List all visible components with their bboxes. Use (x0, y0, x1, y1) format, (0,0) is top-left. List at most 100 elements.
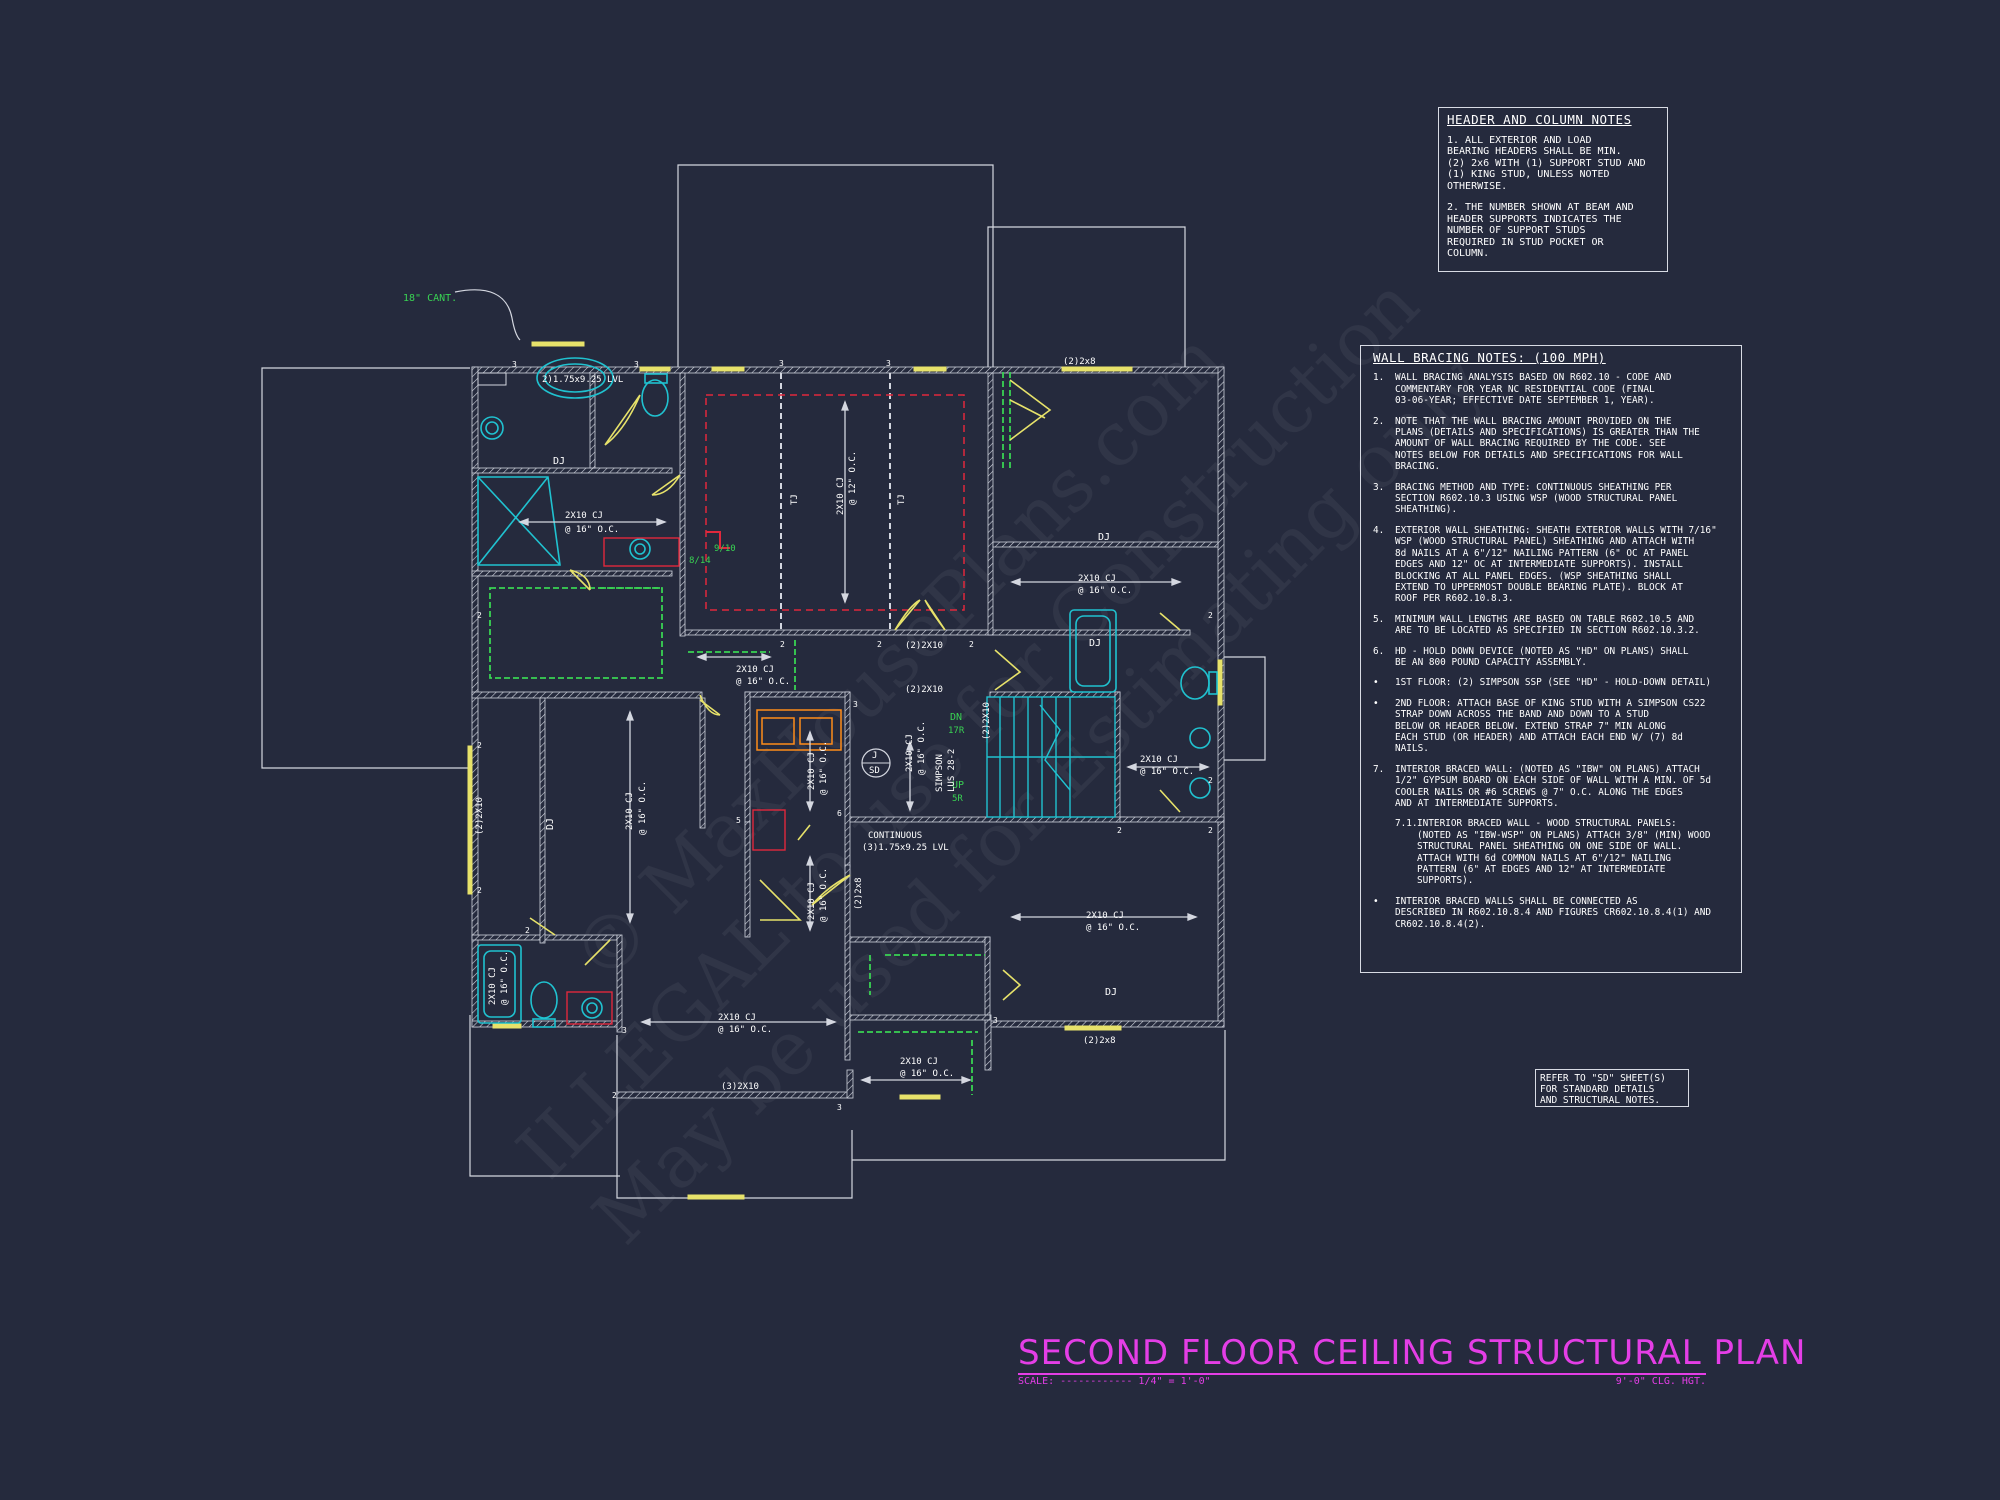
sd-j: J (872, 751, 877, 761)
continuous-label: CONTINUOUS (868, 831, 922, 841)
stud-2-c: 2 (877, 640, 882, 649)
scale-value: 1/4" = 1'-0" (1138, 1376, 1211, 1387)
bracing-note-number: 5. (1373, 613, 1385, 625)
cj-oc-6: @ 16" O.C. (718, 1025, 772, 1035)
stair-marker (706, 531, 730, 549)
dj-vert: DJ (545, 818, 556, 830)
cj-oc-2: @ 16" O.C. (736, 677, 790, 687)
lus-label: LUS 28-2 (947, 749, 957, 792)
wall-bracing-notes: WALL BRACING NOTES: (100 MPH) 1.WALL BRA… (1360, 345, 1742, 973)
bracing-note-text: WALL BRACING ANALYSIS BASED ON R602.10 -… (1395, 372, 1672, 407)
stud-2-h: 2 (1117, 826, 1122, 835)
stair-8-14: 8/14 (689, 556, 711, 566)
stairs (986, 696, 1116, 818)
bracing-note-text: 2ND FLOOR: ATTACH BASE OF KING STUD WITH… (1395, 697, 1706, 755)
bracing-note-number: • (1373, 697, 1379, 709)
cj-label-2: 2X10 CJ (736, 665, 774, 675)
bracing-note-text: INTERIOR BRACED WALL: (NOTED AS "IBW" ON… (1395, 763, 1712, 809)
cj-vert-1: 2X10 CJ (625, 792, 635, 830)
scale-row: SCALE: ------------ 1/4" = 1'-0" 9'-0" C… (1018, 1376, 1706, 1387)
bracing-note-text: BRACING METHOD AND TYPE: CONTINUOUS SHEA… (1395, 481, 1678, 516)
hdr-2x8-bottom: (2)2x8 (1083, 1036, 1116, 1046)
bracing-note-number: 6. (1373, 645, 1385, 657)
bracing-note-item: 1. WALL BRACING ANALYSIS BASED ON R602.10… (1373, 372, 1729, 406)
bracing-note-item: 6.HD - HOLD DOWN DEVICE (NOTED AS "HD" O… (1373, 646, 1729, 669)
joist-arrows (518, 400, 1210, 1084)
stud-6: 6 (837, 809, 842, 818)
stud-2-j: 2 (477, 886, 482, 895)
hdr-2x10-top: (2)2X10 (905, 641, 943, 651)
bracing-note-number: • (1373, 895, 1379, 907)
stud-3-g: 3 (837, 1103, 842, 1112)
cj-vert-5: 2X10 CJ (488, 967, 498, 1005)
cj-label-5: 2X10 CJ (1086, 911, 1124, 921)
cj-oc-3: @ 16" O.C. (1078, 586, 1132, 596)
bracing-note-item: 5. MINIMUM WALL LENGTHS ARE BASED ON TABL… (1373, 614, 1729, 637)
bracing-note-item: 3.BRACING METHOD AND TYPE: CONTINUOUS SH… (1373, 482, 1729, 516)
stud-2-f: 2 (1208, 776, 1213, 785)
bracing-note-item: 7. INTERIOR BRACED WALL: (NOTED AS "IBW" … (1373, 764, 1729, 810)
cj-label-6: 2X10 CJ (718, 1013, 756, 1023)
bracing-note-text: NOTE THAT THE WALL BRACING AMOUNT PROVID… (1395, 415, 1700, 473)
stud-2-d: 2 (969, 640, 974, 649)
up-risers: 5R (952, 794, 963, 804)
cant-leader (454, 289, 521, 341)
hdr-2x8-top: (2)2x8 (1063, 357, 1096, 367)
stud-3-c: 3 (779, 359, 784, 368)
stud-2-b: 2 (780, 640, 785, 649)
stud-3-a: 3 (512, 360, 517, 369)
cj-label-3: 2X10 CJ (1078, 574, 1116, 584)
bracing-note-item: • 2ND FLOOR: ATTACH BASE OF KING STUD WIT… (1373, 698, 1729, 755)
scale-label: SCALE: (1018, 1376, 1055, 1387)
bracing-note-item: • INTERIOR BRACED WALLS SHALL BE CONNECTE… (1373, 896, 1729, 930)
windows (467, 341, 1223, 1200)
laundry-units (756, 709, 842, 751)
stud-5: 5 (736, 816, 741, 825)
tj-label-2: TJ (897, 494, 907, 505)
bracing-note-text: INTERIOR BRACED WALL - WOOD STRUCTURAL P… (1417, 818, 1711, 887)
dj-label-4: DJ (1105, 987, 1117, 998)
bracing-note-number: • (1373, 677, 1379, 689)
cj-vert-5-oc: @ 16" O.C. (500, 951, 510, 1005)
bracing-note-number: 4. (1373, 524, 1385, 536)
stud-2-e: 2 (1208, 611, 1213, 620)
bracing-note-number: 7. (1373, 763, 1385, 775)
cj-vert-2: 2X10 CJ (807, 752, 817, 790)
stud-3-b: 3 (634, 360, 639, 369)
bracing-note-text: INTERIOR BRACED WALLS SHALL BE CONNECTED… (1395, 895, 1712, 930)
stud-2-g: 2 (1208, 826, 1213, 835)
stud-3-e: 3 (853, 700, 858, 709)
hdr-3x10: (3)2X10 (721, 1082, 759, 1092)
stud-2-a: 2 (477, 611, 482, 620)
cant-label: 18" CANT. (403, 293, 457, 304)
cj-label-1: 2X10 CJ (565, 511, 603, 521)
cj-oc-4: @ 16" O.C. (1140, 767, 1194, 777)
bracing-note-number: 7.1. (1395, 818, 1418, 830)
beams (780, 373, 891, 630)
refer-note: REFER TO "SD" SHEET(S) FOR STANDARD DETA… (1535, 1069, 1689, 1107)
watermark-line-2: ILLEGAL to use for Construction (501, 261, 1435, 1195)
hdr-2x10-stair: (2)2X10 (982, 702, 992, 740)
door-swings (529, 379, 1181, 1001)
tj-label-1: TJ (790, 494, 800, 505)
bracing-note-text: MINIMUM WALL LENGTHS ARE BASED ON TABLE … (1395, 613, 1700, 637)
dj-label-3: DJ (1089, 638, 1101, 649)
sink-base (566, 537, 786, 1025)
bracing-note-item: 2. NOTE THAT THE WALL BRACING AMOUNT PROV… (1373, 416, 1729, 473)
green-framing (489, 372, 1011, 1095)
bracing-note-number: 2. (1373, 415, 1385, 427)
stud-2-k: 2 (525, 926, 530, 935)
bracing-note-item: 4.EXTERIOR WALL SHEATHING: SHEATH EXTERI… (1373, 525, 1729, 605)
ceiling-height: 9'-0" CLG. HGT. (1615, 1376, 1706, 1387)
cj-label-7: 2X10 CJ (900, 1057, 938, 1067)
bracing-note-number: 1. (1373, 372, 1385, 384)
stud-2-i: 2 (477, 741, 482, 750)
dn-risers: 17R (948, 726, 965, 736)
bracing-notes-list: 1. WALL BRACING ANALYSIS BASED ON R602.10… (1373, 372, 1729, 930)
stud-2-l: 2 (612, 1091, 617, 1100)
attic-access-outline (705, 394, 965, 611)
lvl-label-top: 2)1.75x9.25 LVL (542, 375, 623, 385)
plumbing-fixtures (477, 357, 1218, 1028)
stud-3-f: 3 (622, 1026, 627, 1035)
cj-12-label: 2X10 CJ (836, 477, 846, 515)
